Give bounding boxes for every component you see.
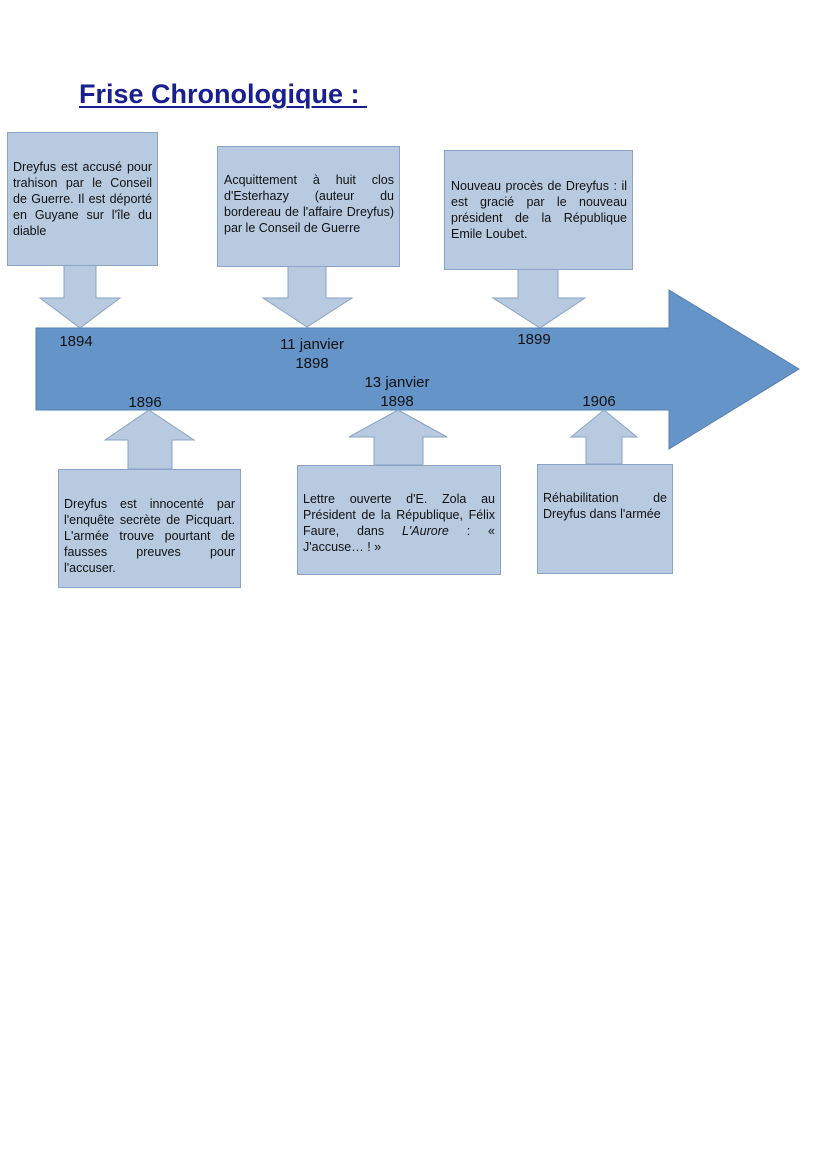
date-label-1899: 1899 xyxy=(517,331,551,348)
date-label-1896: 1896 xyxy=(128,394,162,411)
event-box-1899 xyxy=(444,150,633,270)
date-label-1894: 1894 xyxy=(59,333,93,350)
event-text-13-janvier-1898: Lettre ouverte d'E. Zola au Président de… xyxy=(303,491,495,555)
event-box-1896 xyxy=(58,469,241,588)
up-arrow-13-janvier-1898 xyxy=(348,409,448,466)
date-line-year: 1898 xyxy=(380,393,414,410)
up-arrow-1906 xyxy=(569,409,639,465)
newspaper-title: L'Aurore xyxy=(401,524,449,538)
date-line-day: 13 janvier xyxy=(364,374,430,391)
event-box-1906 xyxy=(537,464,673,574)
down-arrow-1899 xyxy=(491,269,587,329)
date-label-13-janvier-1898: 13 janvier 1898 xyxy=(339,373,455,411)
up-arrow-1896 xyxy=(103,409,196,470)
date-label-11-janvier-1898: 11 janvier 1898 xyxy=(254,335,370,373)
event-box-13-janvier-1898 xyxy=(297,465,501,575)
event-text-1899: Nouveau procès de Dreyfus : il est graci… xyxy=(451,179,627,241)
page-title: Frise Chronologique : xyxy=(79,79,367,109)
down-arrow-1894 xyxy=(38,265,122,329)
date-label-1906: 1906 xyxy=(582,393,616,410)
event-text-11-janvier-1898: Acquittement à huit clos d'Esterhazy (au… xyxy=(224,173,394,235)
event-text-part2: : « J'accuse… ! » xyxy=(303,524,495,554)
event-text-1896: Dreyfus est innocenté par l'enquête secr… xyxy=(64,497,235,575)
date-line-day: 11 janvier xyxy=(280,336,344,353)
event-box-11-janvier-1898 xyxy=(217,146,400,267)
event-text-1906: Réhabilitation de Dreyfus dans l'armée xyxy=(543,491,667,521)
event-text-part1: Lettre ouverte d'E. Zola au Président de… xyxy=(303,492,495,538)
event-text-1894: Dreyfus est accusé pour trahison par le … xyxy=(13,160,152,238)
timeline-arrow xyxy=(35,289,800,450)
event-box-1894 xyxy=(7,132,158,266)
down-arrow-11-janvier-1898 xyxy=(261,266,354,328)
date-line-year: 1898 xyxy=(295,355,329,372)
